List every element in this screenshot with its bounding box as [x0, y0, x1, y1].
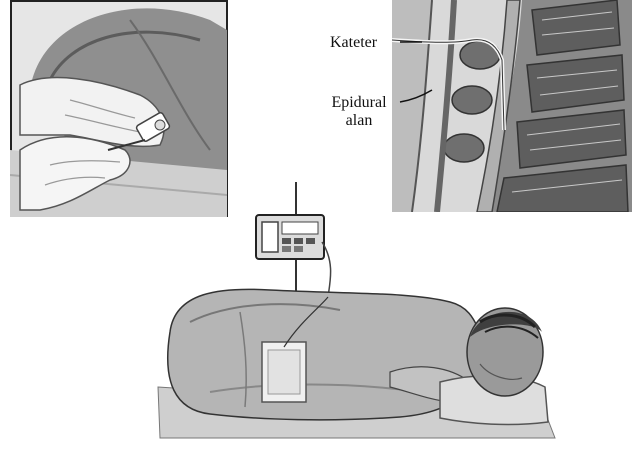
catheter-label: Kateter — [330, 34, 377, 52]
patient-with-pump-scene — [150, 182, 570, 456]
epidural-label-line1: Epidural — [323, 94, 395, 112]
infusion-pump-icon — [256, 215, 324, 259]
spine-cross-section-inset — [392, 0, 632, 212]
epidural-label-line2: alan — [323, 112, 395, 130]
epidural-space-label: Epidural alan — [323, 94, 395, 130]
